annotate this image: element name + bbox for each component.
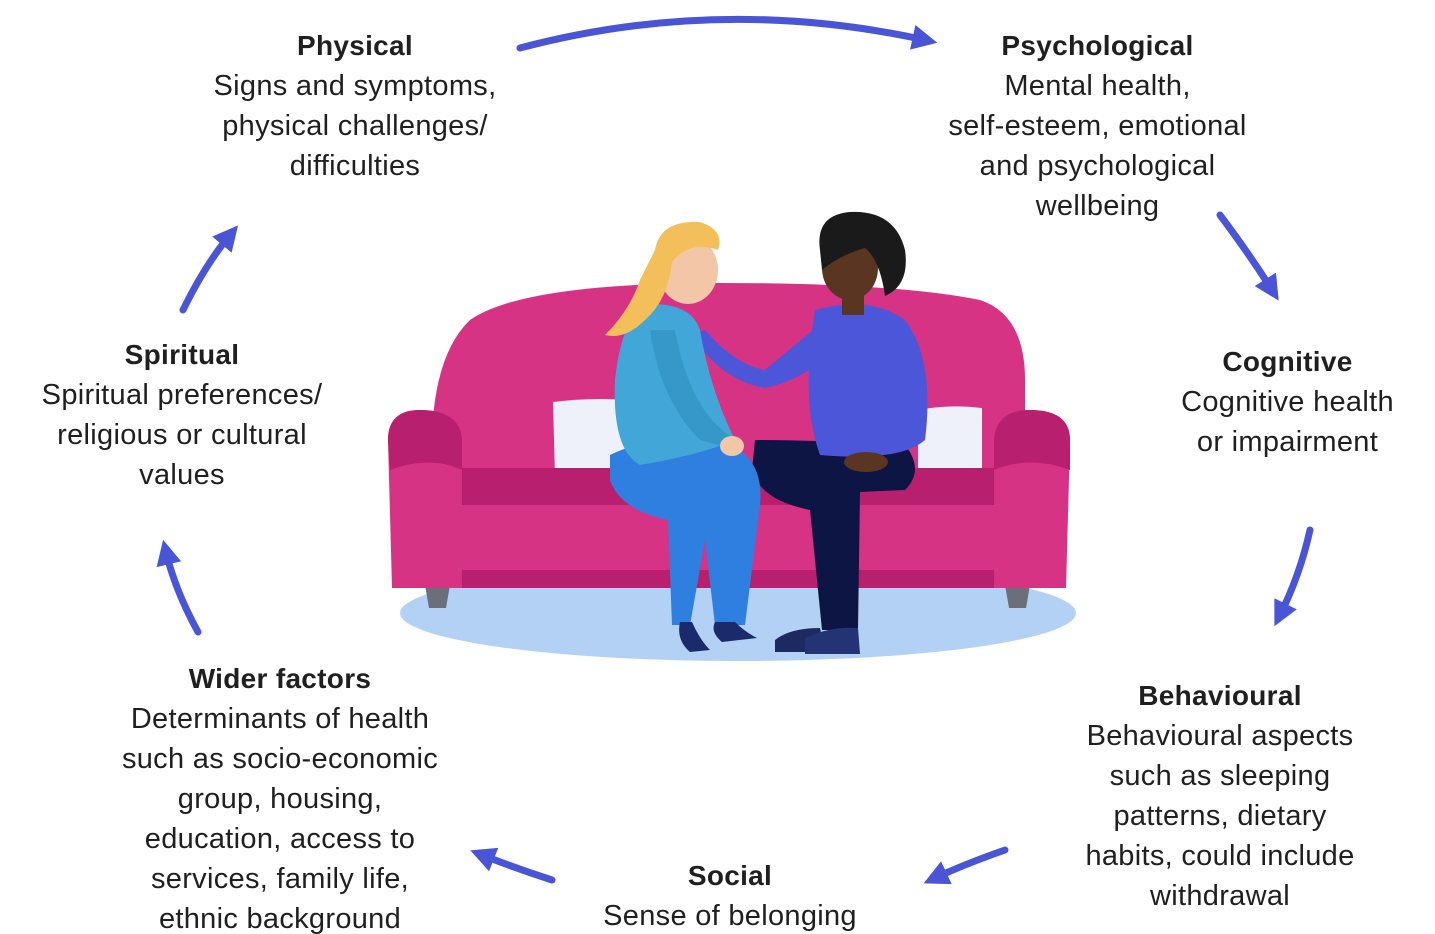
arrow-wider-to-spiritual bbox=[156, 539, 202, 636]
factor-description: Sense of belonging bbox=[603, 900, 857, 932]
factor-title: Psychological bbox=[1001, 30, 1194, 61]
factor-description: Cognitive health or impairment bbox=[1181, 386, 1394, 458]
sofa-leg-left bbox=[425, 585, 450, 608]
sofa-armrest-right-shade bbox=[994, 410, 1070, 470]
factor-description: Behavioural aspects such as sleeping pat… bbox=[1085, 720, 1355, 912]
cushion-right bbox=[918, 406, 982, 488]
person-right-arm bbox=[692, 320, 840, 388]
factor-spiritual: Spiritual Spiritual preferences/ religio… bbox=[2, 335, 362, 495]
person-left-arm bbox=[650, 330, 730, 448]
person-right-hair bbox=[819, 211, 906, 296]
person-left-hair bbox=[605, 221, 720, 336]
factor-wider: Wider factors Determinants of health suc… bbox=[80, 659, 480, 934]
factor-description: Determinants of health such as socio-eco… bbox=[121, 703, 439, 934]
factor-title: Spiritual bbox=[124, 339, 240, 370]
factor-physical: Physical Signs and symptoms, physical ch… bbox=[175, 26, 535, 186]
factor-description: Spiritual preferences/ religious or cult… bbox=[41, 379, 323, 491]
person-right-legs bbox=[752, 440, 915, 630]
person-left bbox=[605, 221, 761, 652]
person-right-shoe-right bbox=[805, 627, 860, 654]
arrow-behavioural-to-social bbox=[923, 846, 1009, 885]
person-right bbox=[692, 211, 928, 654]
person-left-shoe-right bbox=[713, 622, 757, 642]
factor-description: Mental health, self-esteem, emotional an… bbox=[948, 70, 1247, 222]
person-left-legs bbox=[610, 439, 761, 625]
factor-behavioural: Behavioural Behavioural aspects such as … bbox=[1045, 676, 1395, 916]
factor-title: Physical bbox=[296, 30, 414, 61]
factor-description: Signs and symptoms, physical challenges/… bbox=[213, 70, 497, 182]
sofa-armrest-left-shade bbox=[388, 410, 462, 470]
person-left-shoe-left bbox=[679, 622, 710, 652]
factor-title: Cognitive bbox=[1222, 346, 1353, 377]
person-left-hand bbox=[720, 436, 744, 456]
arrow-psychological-to-cognitive bbox=[1216, 211, 1279, 301]
factor-title: Social bbox=[687, 860, 773, 891]
arrow-cognitive-to-behavioural bbox=[1274, 526, 1314, 627]
arrow-physical-to-psychological bbox=[516, 15, 938, 52]
factor-title: Wider factors bbox=[188, 663, 372, 694]
sofa-leg-right bbox=[1005, 585, 1030, 608]
factor-title: Behavioural bbox=[1138, 680, 1302, 711]
arrow-spiritual-to-physical bbox=[179, 225, 239, 314]
arrow-social-to-wider bbox=[470, 847, 556, 884]
factor-psychological: Psychological Mental health, self-esteem… bbox=[900, 26, 1295, 226]
person-right-hand bbox=[844, 452, 888, 472]
factor-cognitive: Cognitive Cognitive health or impairment bbox=[1145, 342, 1430, 462]
factor-social: Social Sense of belonging bbox=[565, 856, 895, 934]
